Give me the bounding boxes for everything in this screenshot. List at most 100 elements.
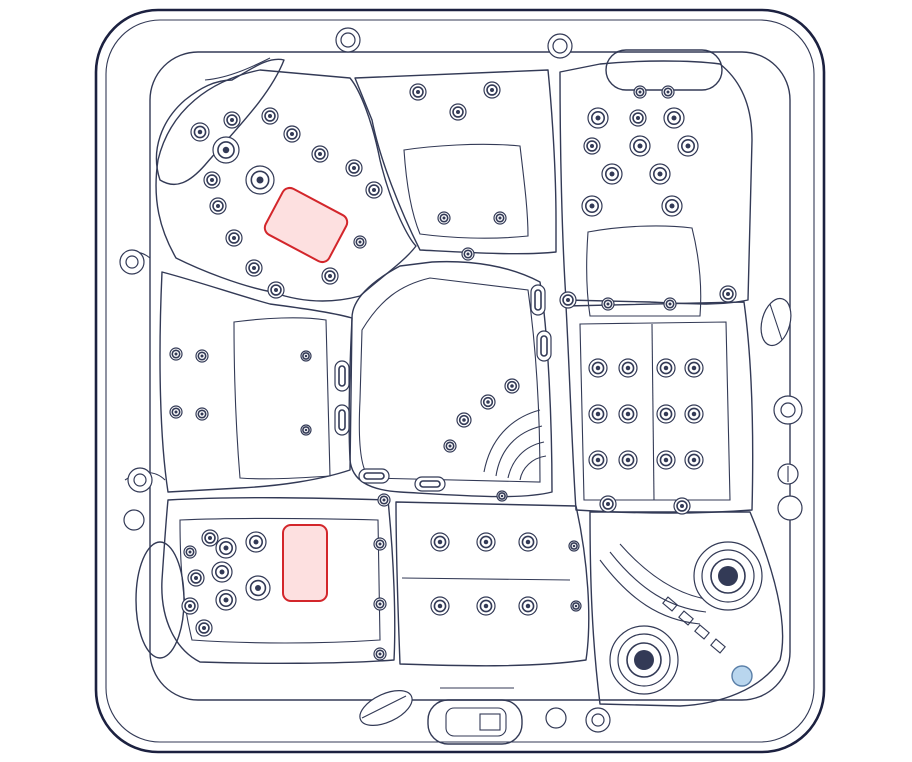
pillow-icon-bottom[interactable] (355, 683, 418, 732)
jet-icon (656, 404, 676, 424)
jet-icon (201, 529, 219, 547)
knob-right-3[interactable] (777, 495, 803, 521)
jet-icon (223, 111, 241, 129)
footwell-swirl (483, 409, 547, 481)
lounge-seat-outline (155, 69, 417, 302)
capsule-jet-icon (536, 330, 552, 362)
right-middle-seat-outline (565, 301, 754, 514)
jet-icon (373, 597, 387, 611)
jet-icon (588, 450, 608, 470)
jet-icon (215, 589, 237, 611)
jet-icon (480, 394, 496, 410)
light-button-icon[interactable] (731, 665, 753, 687)
jet-icon (588, 358, 608, 378)
jet-icon (195, 407, 209, 421)
knob-right-1[interactable] (773, 395, 803, 425)
jet-icon (181, 597, 199, 615)
jet-icon (476, 596, 496, 616)
jet-icon (245, 165, 275, 195)
jet-icon (195, 349, 209, 363)
jet-icon (190, 122, 210, 142)
diverter-valve-lower[interactable] (609, 625, 679, 695)
knob-left-upper[interactable] (119, 249, 145, 275)
jet-icon (601, 297, 615, 311)
jet-icon (629, 135, 651, 157)
lounge-pillow-outline (155, 58, 285, 185)
knob-left-lower[interactable] (127, 467, 153, 493)
jet-icon (169, 405, 183, 419)
jet-icon (345, 159, 363, 177)
jet-icon (209, 197, 227, 215)
jet-icon (365, 181, 383, 199)
jet-icon (673, 497, 691, 515)
jet-icon (430, 532, 450, 552)
capsule-jet-icon (358, 468, 390, 484)
jet-icon (321, 267, 339, 285)
jet-icon (684, 358, 704, 378)
bottom-left-seat-outline (161, 496, 396, 665)
jet-icon (618, 450, 638, 470)
jet-icon (377, 493, 391, 507)
jet-icon (618, 404, 638, 424)
jet-icon (618, 358, 638, 378)
jet-icon (504, 378, 520, 394)
bottom-middle-seat-outline (395, 501, 590, 667)
jet-icon (649, 163, 671, 185)
jet-icon (661, 195, 683, 217)
knob-bottom-1[interactable] (545, 707, 567, 729)
jet-icon (601, 163, 623, 185)
jet-icon (169, 347, 183, 361)
waterfall-icon-right[interactable] (756, 295, 795, 349)
jet-icon (518, 532, 538, 552)
jet-icon (581, 195, 603, 217)
jet-icon (684, 450, 704, 470)
filter-icon-top-right[interactable] (547, 33, 573, 59)
lower-left-seat-zone (282, 524, 328, 602)
filter-icon-top[interactable] (335, 27, 361, 53)
jet-icon (588, 404, 608, 424)
control-panel-icon[interactable] (427, 687, 523, 745)
capsule-jet-icon (530, 284, 546, 316)
jet-icon (449, 103, 467, 121)
control-buttons-strip[interactable] (662, 596, 726, 654)
jet-icon (300, 350, 312, 362)
knob-left-bottom[interactable] (123, 509, 145, 531)
jet-icon (267, 281, 285, 299)
capsule-jet-icon (414, 476, 446, 492)
jet-icon (677, 135, 699, 157)
jet-icon (225, 229, 243, 247)
jet-icon (353, 235, 367, 249)
highlighted-zones (263, 186, 349, 602)
diverter-valve-upper[interactable] (693, 541, 763, 611)
jet-icon (245, 531, 267, 553)
knob-bottom-2[interactable] (585, 707, 611, 733)
spa-lip (105, 19, 815, 743)
top-middle-seat-outline (354, 69, 557, 255)
jet-icon (661, 85, 675, 99)
jet-icon (656, 358, 676, 378)
jet-icon (633, 85, 647, 99)
jet-icon (443, 439, 457, 453)
jet-icon (261, 107, 279, 125)
jet-icon (656, 450, 676, 470)
jet-icon (311, 145, 329, 163)
jets-layer (169, 81, 737, 661)
jet-icon (373, 647, 387, 661)
jet-icon (245, 575, 271, 601)
jet-icon (570, 600, 582, 612)
knob-right-2[interactable] (777, 463, 799, 485)
jet-icon (719, 285, 737, 303)
jet-icon (373, 537, 387, 551)
jet-icon (245, 259, 263, 277)
jet-icon (587, 107, 609, 129)
jet-icon (493, 211, 507, 225)
jet-icon (663, 107, 685, 129)
jet-icon (663, 297, 677, 311)
jet-icon (496, 490, 508, 502)
jet-icon (187, 569, 205, 587)
jet-icon (559, 291, 577, 309)
capsule-jet-icon (334, 360, 350, 392)
jet-icon (430, 596, 450, 616)
jet-icon (283, 125, 301, 143)
